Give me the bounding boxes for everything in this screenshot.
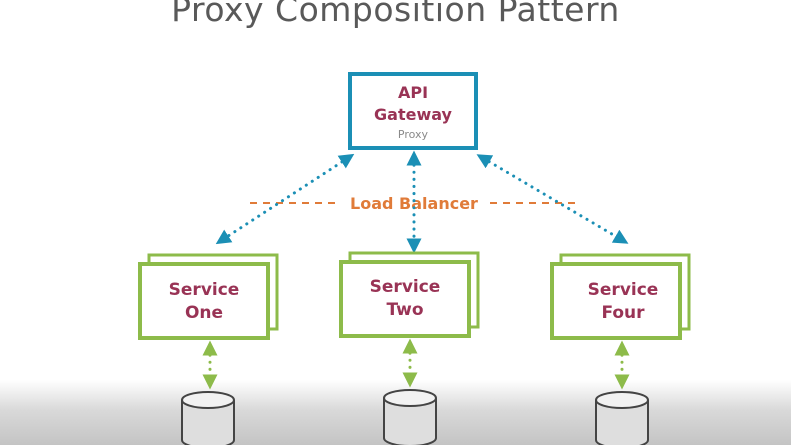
service-four-line1: Service xyxy=(588,280,659,300)
service-one-box xyxy=(138,262,270,340)
database-icon xyxy=(595,391,649,445)
service-one-node: Service One xyxy=(138,253,279,340)
api-gateway-node: API Gateway Proxy xyxy=(348,72,478,150)
database-arrows xyxy=(202,338,630,390)
api-gateway-line2: Gateway xyxy=(374,105,453,124)
slide-title: Proxy Composition Pattern xyxy=(171,0,620,29)
api-gateway-line1: API xyxy=(398,83,428,102)
arrow-gateway-service-one xyxy=(215,153,355,245)
database-icon xyxy=(181,391,235,445)
service-two-box xyxy=(339,260,471,338)
service-four-line2: Four xyxy=(601,303,645,323)
load-balancer-label: Load Balancer xyxy=(350,194,478,213)
service-four-box xyxy=(550,262,682,340)
api-gateway-box xyxy=(348,72,478,150)
service-four-node: Service Four xyxy=(550,253,691,340)
arrow-gateway-service-four xyxy=(476,154,629,244)
service-one-line1: Service xyxy=(169,280,240,300)
service-one-line2: One xyxy=(185,303,223,323)
gateway-arrows xyxy=(215,150,629,254)
database-icon xyxy=(383,389,437,445)
load-balancer: Load Balancer xyxy=(250,194,578,213)
service-two-line1: Service xyxy=(370,277,441,297)
api-gateway-sub: Proxy xyxy=(398,128,429,141)
service-two-line2: Two xyxy=(386,300,423,320)
service-two-node: Service Two xyxy=(339,251,480,338)
